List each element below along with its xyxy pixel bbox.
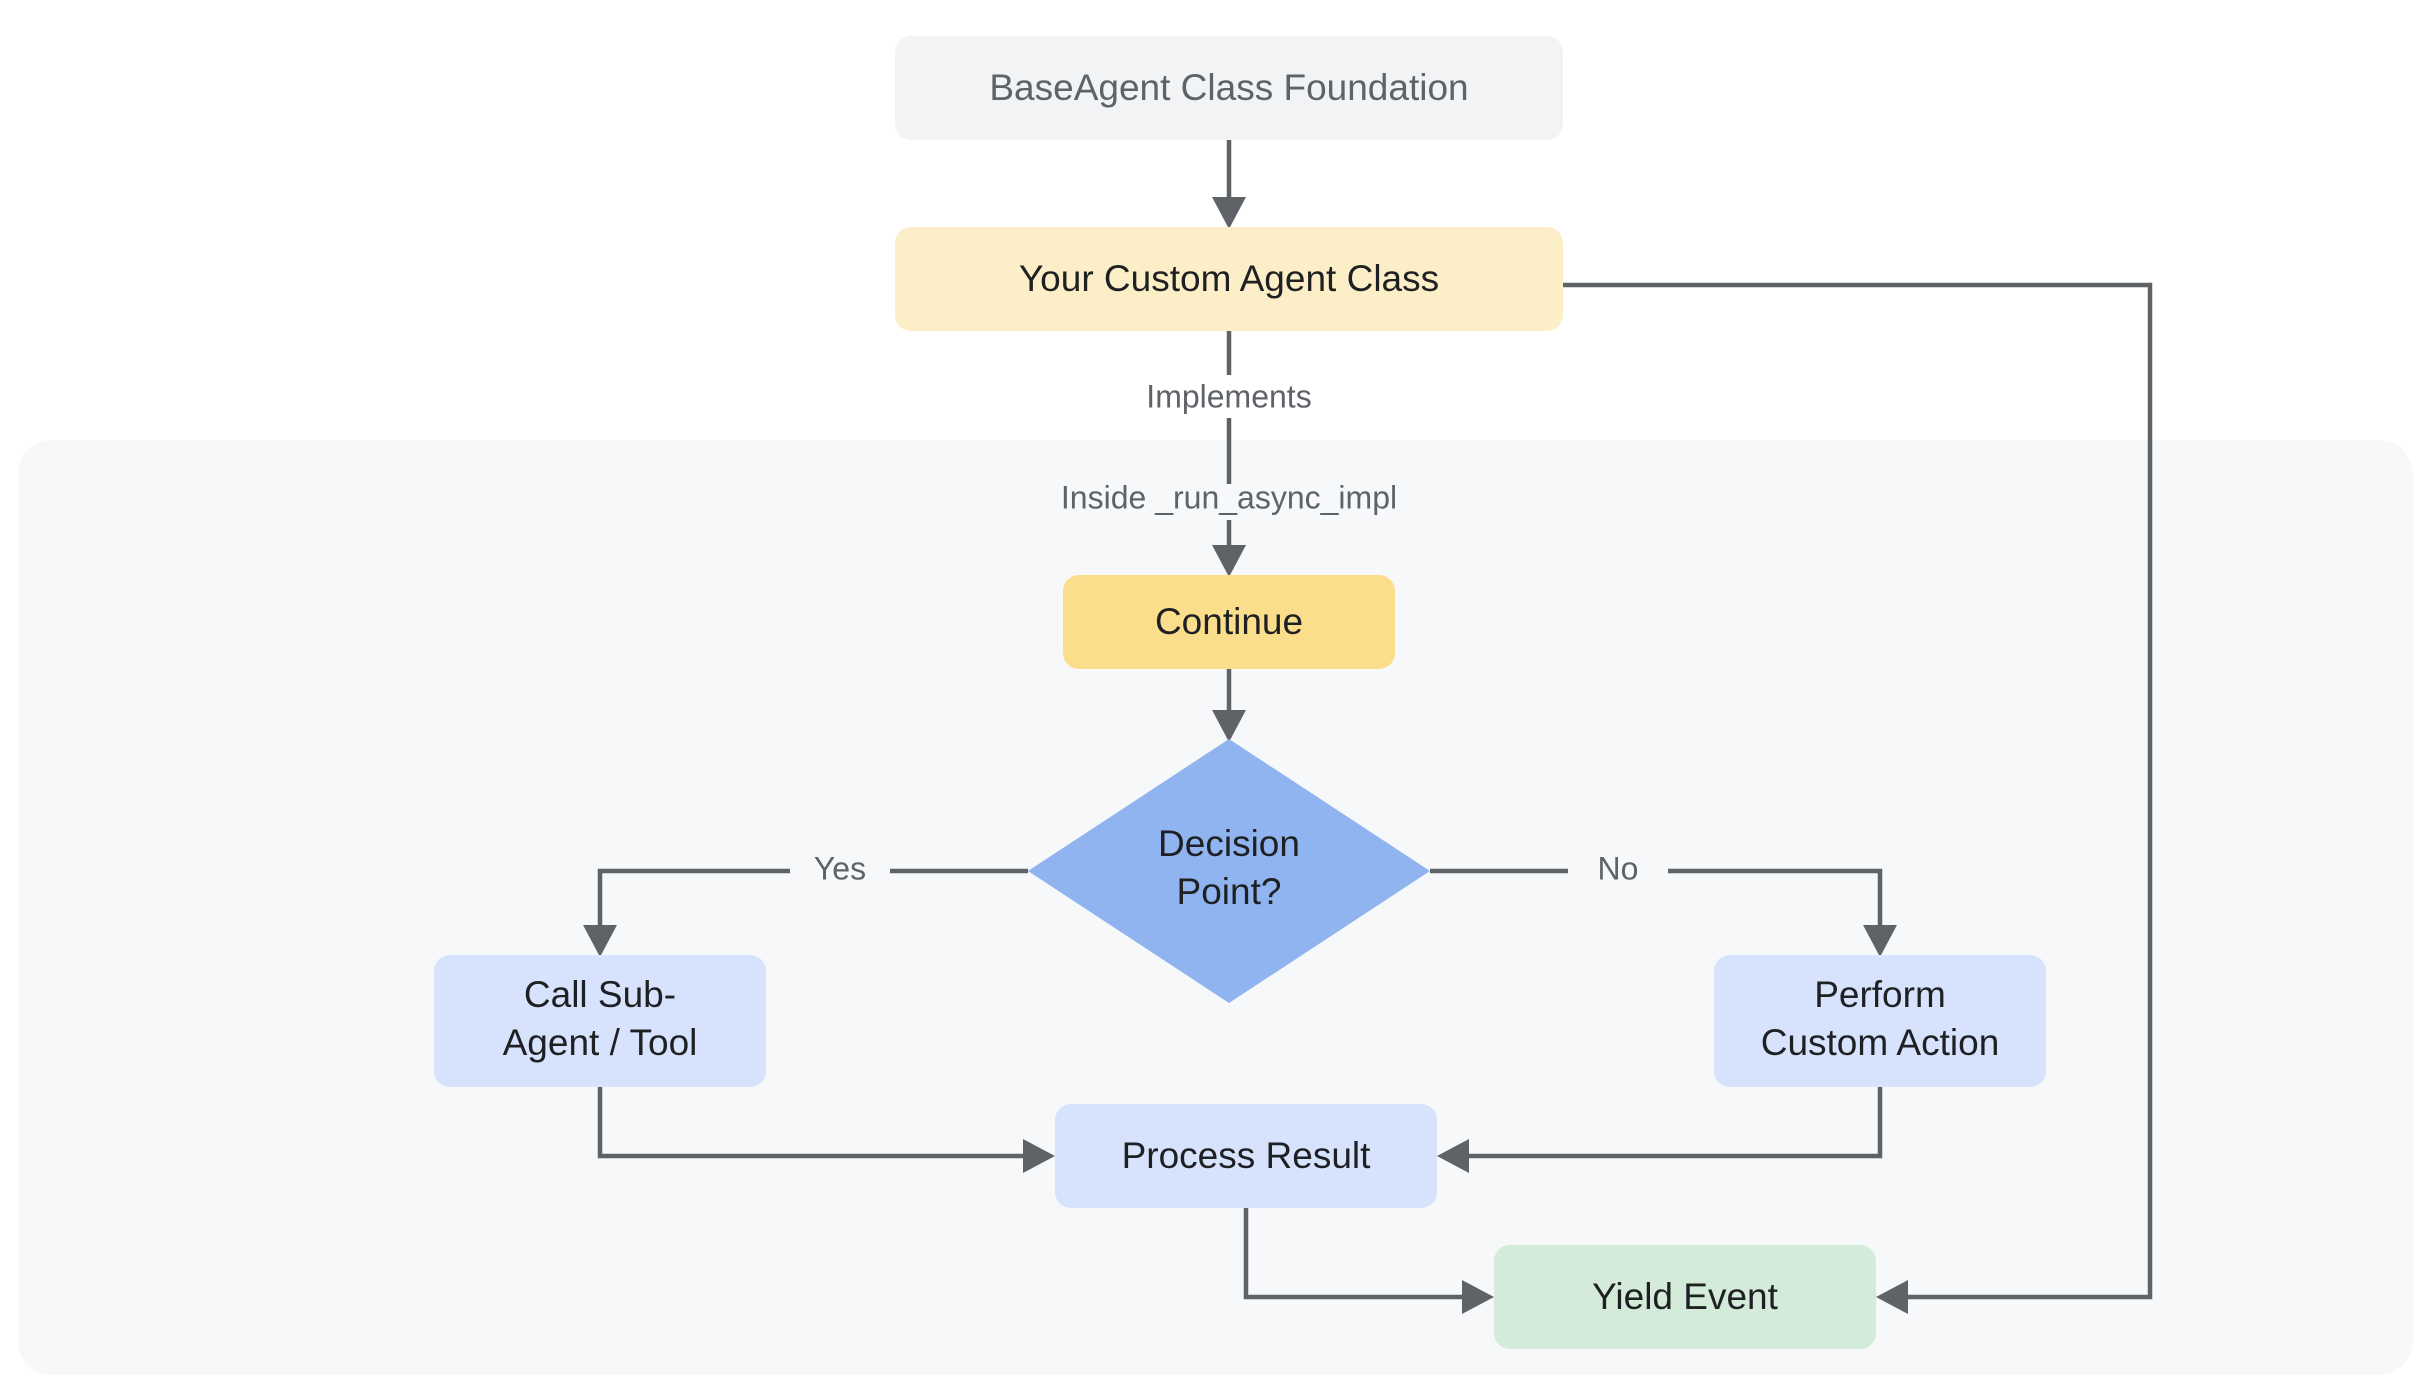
node-perform-custom-action-label-line1: Perform <box>1814 974 1946 1015</box>
node-perform-custom-action-shape[interactable] <box>1714 955 2046 1087</box>
arrow-head-icon <box>1462 1280 1494 1314</box>
node-yield-event-label: Yield Event <box>1592 1276 1779 1317</box>
edge-label-inside-run-async-impl: Inside _run_async_impl <box>1061 479 1397 515</box>
arrow-head-icon <box>1876 1280 1908 1314</box>
node-decision-label-line1: Decision <box>1158 823 1300 864</box>
node-continue-label: Continue <box>1155 601 1303 642</box>
node-base-agent-class-foundation[interactable]: BaseAgent Class Foundation <box>895 36 1563 140</box>
node-process-result-label: Process Result <box>1122 1135 1372 1176</box>
node-call-sub-agent-tool[interactable]: Call Sub- Agent / Tool <box>434 955 766 1087</box>
node-base-agent-label: BaseAgent Class Foundation <box>989 67 1468 108</box>
edge-decision-to-call-sub-agent: Yes <box>583 850 1028 957</box>
node-call-sub-agent-shape[interactable] <box>434 955 766 1087</box>
node-continue[interactable]: Continue <box>1063 575 1395 669</box>
arrow-head-icon <box>1212 710 1246 742</box>
node-process-result-shape[interactable] <box>1055 1104 1437 1208</box>
arrow-head-icon <box>1023 1139 1055 1173</box>
node-decision-point[interactable]: Decision Point? <box>1028 739 1430 1003</box>
arrow-head-icon <box>1437 1139 1469 1173</box>
node-continue-shape[interactable] <box>1063 575 1395 669</box>
edge-label-yes: Yes <box>814 850 866 886</box>
node-yield-event-shape[interactable] <box>1494 1245 1876 1349</box>
edge-custom-agent-to-continue: Implements Inside _run_async_impl <box>1061 331 1397 577</box>
arrow-head-icon <box>1863 925 1897 957</box>
node-decision-label-line2: Point? <box>1177 871 1282 912</box>
node-perform-custom-action[interactable]: Perform Custom Action <box>1714 955 2046 1087</box>
node-perform-custom-action-label-line2: Custom Action <box>1761 1022 2000 1063</box>
edge-label-implements: Implements <box>1146 378 1311 414</box>
edge-custom-agent-to-yield-event-loop <box>1563 282 2153 1314</box>
arrow-head-icon <box>1212 197 1246 229</box>
edge-perform-custom-action-to-process-result <box>1437 1087 1883 1173</box>
node-call-sub-agent-label-line2: Agent / Tool <box>503 1022 698 1063</box>
node-custom-agent-label: Your Custom Agent Class <box>1019 258 1439 299</box>
node-base-agent-shape[interactable] <box>895 36 1563 140</box>
edge-process-result-to-yield-event <box>1243 1208 1494 1314</box>
edge-continue-to-decision <box>1212 669 1246 742</box>
node-decision-shape[interactable] <box>1028 739 1430 1003</box>
arrow-head-icon <box>1212 545 1246 577</box>
edge-label-no: No <box>1598 850 1639 886</box>
node-custom-agent-shape[interactable] <box>895 227 1563 331</box>
node-your-custom-agent-class[interactable]: Your Custom Agent Class <box>895 227 1563 331</box>
node-call-sub-agent-label-line1: Call Sub- <box>524 974 676 1015</box>
node-yield-event[interactable]: Yield Event <box>1494 1245 1876 1349</box>
edge-base-agent-to-custom-agent <box>1212 140 1246 229</box>
node-process-result[interactable]: Process Result <box>1055 1104 1437 1208</box>
edge-call-sub-agent-to-process-result <box>597 1087 1055 1173</box>
edge-decision-to-perform-custom-action: No <box>1430 850 1897 957</box>
arrow-head-icon <box>583 925 617 957</box>
